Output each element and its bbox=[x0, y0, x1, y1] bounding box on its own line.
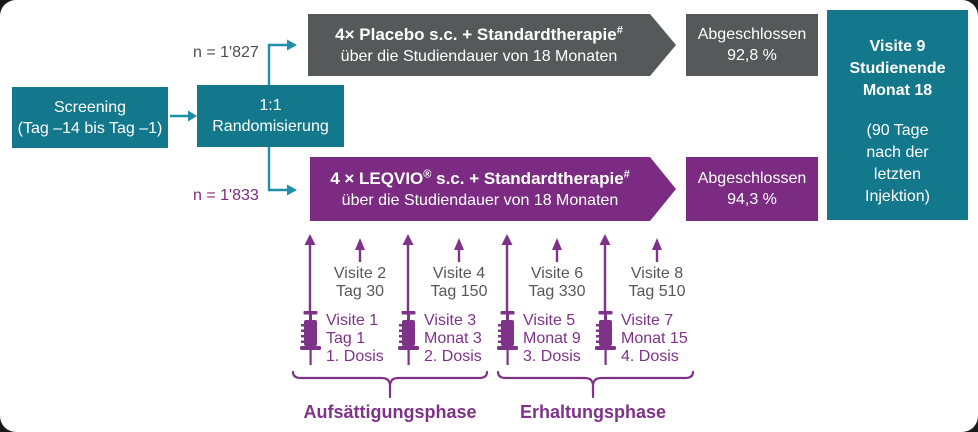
branch-arrow-top bbox=[267, 39, 297, 85]
leqvio-arm-title: 4 × LEQVIO® s.c. + Standardtherapie# bbox=[330, 167, 630, 188]
study-end-note-2: nach der bbox=[866, 144, 929, 161]
check-visit-8: Visite 8 Tag 510 bbox=[628, 265, 686, 300]
screening-line1: Screening bbox=[53, 98, 127, 116]
syringe-icon bbox=[398, 311, 419, 365]
dose-visit-1: Visite 1 Tag 1 1. Dosis bbox=[326, 312, 384, 365]
study-end-month: Monat 18 bbox=[862, 82, 933, 99]
placebo-arm-box: 4× Placebo s.c. + Standardtherapie# über… bbox=[308, 14, 676, 76]
dose-visit-5: Visite 5 Monat 9 3. Dosis bbox=[523, 312, 581, 365]
leqvio-arm-box: 4 × LEQVIO® s.c. + Standardtherapie# übe… bbox=[310, 157, 676, 221]
check-visit-2: Visite 2 Tag 30 bbox=[333, 265, 387, 300]
leqvio-completed-box: Abgeschlossen 94,3 % bbox=[686, 157, 818, 221]
study-end-note-1: (90 Tage bbox=[866, 122, 929, 139]
study-end-note-4: Injektion) bbox=[865, 188, 930, 205]
leqvio-arm-subtitle: über die Studiendauer von 18 Monaten bbox=[341, 191, 619, 209]
check-visit-arrows bbox=[355, 238, 662, 262]
check-visit-6: Visite 6 Tag 330 bbox=[528, 265, 586, 300]
study-end-visit: Visite 9 bbox=[869, 38, 926, 55]
placebo-n-label: n = 1'827 bbox=[193, 44, 259, 61]
screening-to-randomization-arrow bbox=[170, 110, 197, 122]
phase-label-loading: Aufsättigungsphase bbox=[303, 402, 477, 422]
syringe-icon bbox=[497, 311, 518, 365]
study-end-note-3: letzten bbox=[873, 166, 922, 183]
leqvio-completed-label: Abgeschlossen bbox=[697, 170, 807, 187]
placebo-completed-label: Abgeschlossen bbox=[697, 26, 807, 43]
phase-label-maintenance: Erhaltungsphase bbox=[519, 402, 667, 422]
dose-visit-3: Visite 3 Monat 3 2. Dosis bbox=[424, 312, 482, 365]
randomization-box: 1:1 Randomisierung bbox=[197, 85, 344, 147]
placebo-arm-title: 4× Placebo s.c. + Standardtherapie# bbox=[335, 23, 623, 44]
placebo-completed-value: 92,8 % bbox=[727, 47, 777, 64]
placebo-completed-box: Abgeschlossen 92,8 % bbox=[686, 14, 818, 76]
dose-visit-7: Visite 7 Monat 15 4. Dosis bbox=[621, 312, 688, 365]
study-end-box: Visite 9 Studienende Monat 18 (90 Tage n… bbox=[827, 10, 968, 220]
placebo-arm-subtitle: über die Studiendauer von 18 Monaten bbox=[340, 47, 618, 65]
screening-box: Screening (Tag –14 bis Tag –1) bbox=[12, 87, 168, 148]
branch-arrow-bottom bbox=[267, 147, 297, 196]
screening-line2: (Tag –14 bis Tag –1) bbox=[17, 119, 163, 137]
study-end-label: Studienende bbox=[849, 60, 946, 77]
check-visit-4: Visite 4 Tag 150 bbox=[430, 265, 488, 300]
randomization-label: Randomisierung bbox=[212, 118, 329, 135]
syringe-icon bbox=[595, 311, 616, 365]
leqvio-completed-value: 94,3 % bbox=[727, 191, 777, 208]
syringe-icon bbox=[300, 311, 321, 365]
phase-brace-loading bbox=[291, 370, 489, 399]
phase-brace-maintenance bbox=[496, 370, 695, 399]
randomization-ratio: 1:1 bbox=[259, 97, 282, 114]
leqvio-n-label: n = 1'833 bbox=[193, 187, 259, 204]
